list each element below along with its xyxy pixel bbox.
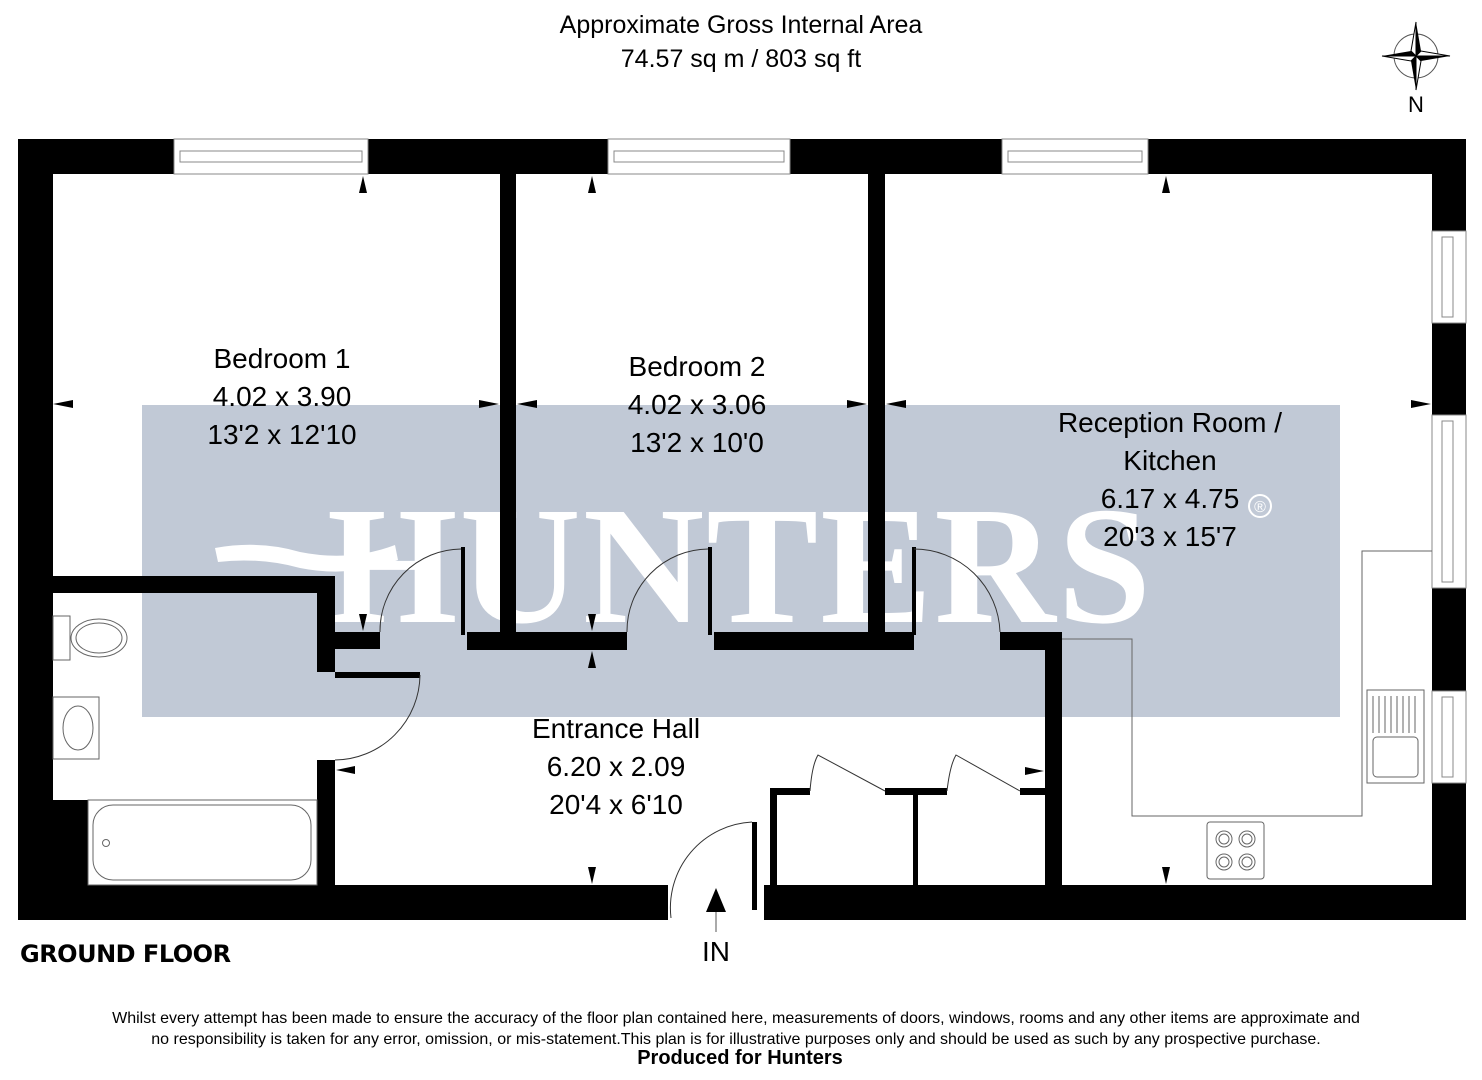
room-bedroom-2: Bedroom 2 4.02 x 3.06 13'2 x 10'0 [628,348,767,462]
north-label: N [1408,92,1424,117]
compass-rose-icon [1381,21,1451,91]
disclaimer-line-2: no responsibility is taken for any error… [151,1031,1321,1048]
room-imperial: 13'2 x 12'10 [207,419,357,450]
room-name: Entrance Hall [531,713,701,744]
bath [92,804,312,881]
toilet-cistern [52,615,71,661]
floor-label: GROUND FLOOR [20,940,231,968]
windows [173,138,1467,784]
room-metric: 6.20 x 2.09 [546,751,686,782]
entrance-arrow-icon [706,888,726,912]
registered-mark: ® [1248,494,1272,518]
room-name: Bedroom 1 [213,343,351,374]
walls [18,139,1466,920]
room-entrance-hall: Entrance Hall 6.20 x 2.09 20'4 x 6'10 [532,710,700,824]
disclaimer-line-1: Whilst every attempt has been made to en… [112,1010,1360,1027]
room-metric: 6.17 x 4.75 [1100,483,1240,514]
sink-drainer-lines [1372,696,1416,733]
room-metric: 4.02 x 3.06 [627,389,767,420]
area-value: 74.57 sq m / 803 sq ft [620,45,862,73]
room-imperial: 13'2 x 10'0 [630,427,764,458]
area-header: Approximate Gross Internal Area 74.57 sq… [0,8,1482,76]
fixtures [52,550,1432,886]
room-imperial: 20'3 x 15'7 [1103,521,1237,552]
area-title: Approximate Gross Internal Area [559,11,923,39]
room-bedroom-1: Bedroom 1 4.02 x 3.90 13'2 x 12'10 [207,340,356,454]
produced-by: Produced for Hunters [637,1047,843,1069]
door-swings [334,548,1021,919]
measurement-arrows [53,176,1431,912]
room-imperial: 20'4 x 6'10 [549,789,683,820]
room-name-line2: Kitchen [1123,445,1217,476]
watermark-text: HUNTERS [327,473,1153,659]
kitchen-worktop [1062,550,1432,817]
watermark-swoosh [215,544,398,572]
room-name-line1: Reception Room / [1057,407,1283,438]
room-metric: 4.02 x 3.90 [212,381,352,412]
entrance-label: IN [702,936,730,967]
room-name: Bedroom 2 [628,351,766,382]
room-reception-kitchen: Reception Room / Kitchen 6.17 x 4.75 20'… [1058,404,1282,556]
disclaimer: Whilst every attempt has been made to en… [0,1008,1472,1050]
compass: N [1378,18,1454,118]
hob [1206,821,1265,880]
floor-plan: HUNTERS [18,138,1467,932]
